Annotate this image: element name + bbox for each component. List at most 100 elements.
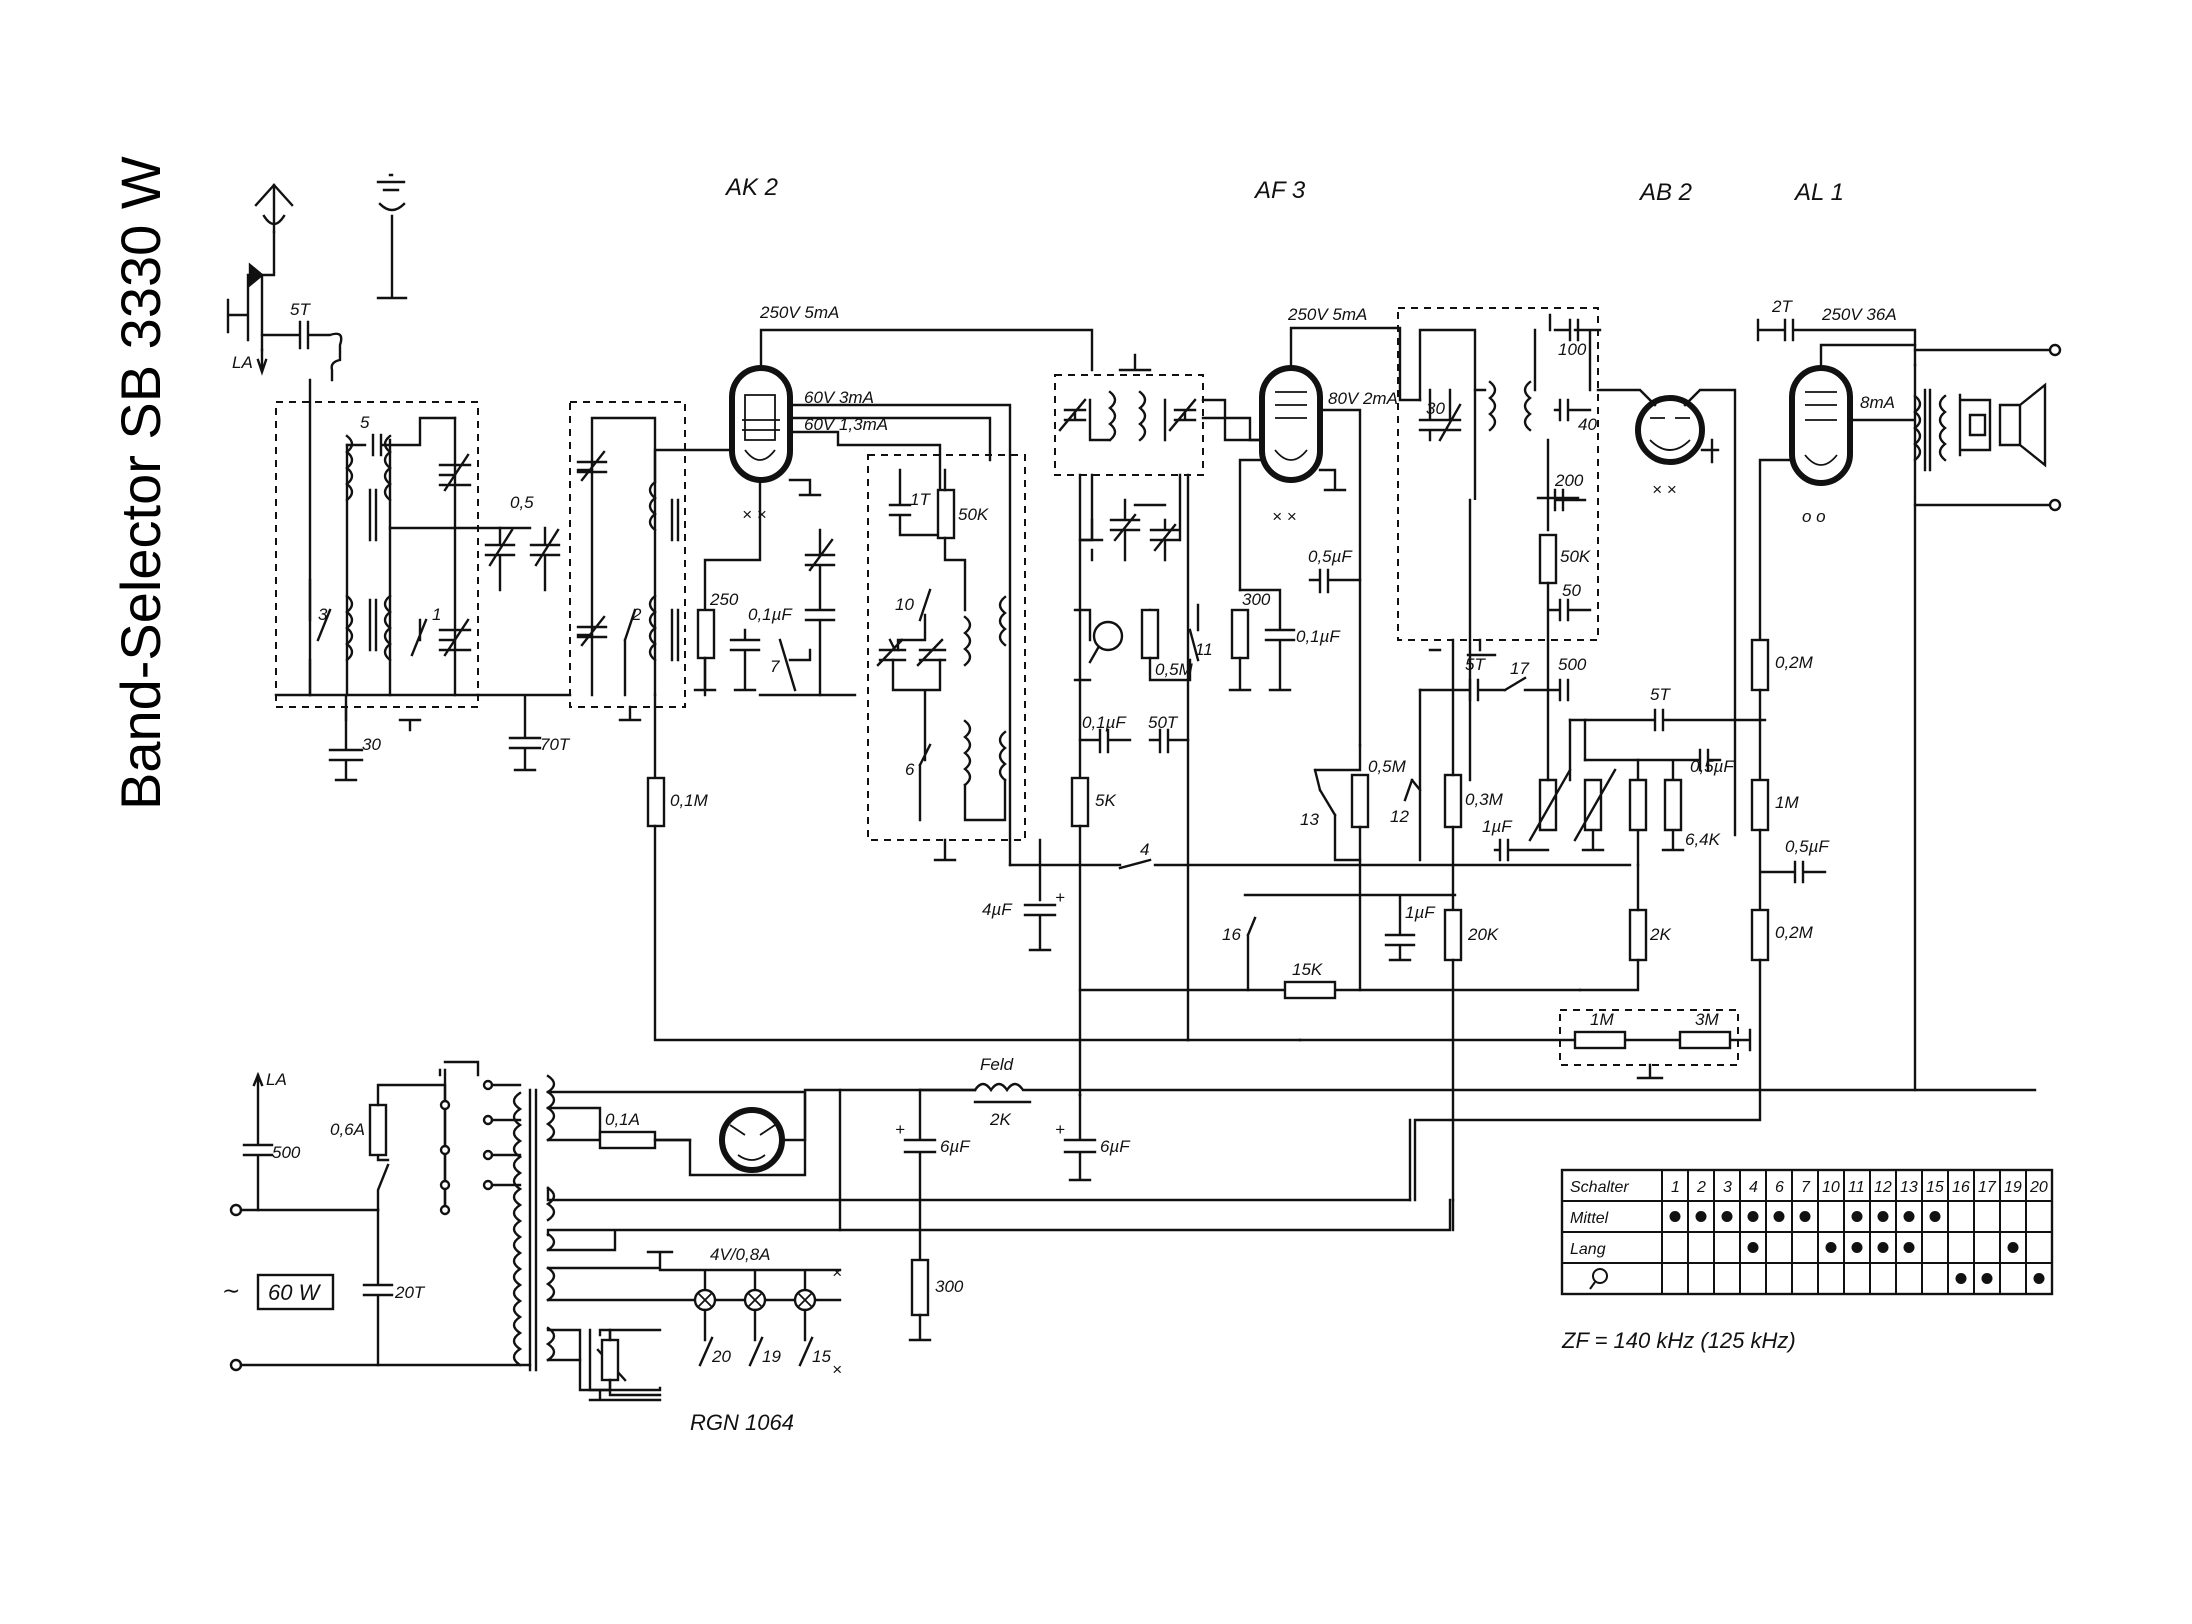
sw-2-label: 2 — [631, 605, 642, 624]
c-500-a-label: 500 — [1558, 655, 1587, 674]
c-50t-label: 50T — [1148, 713, 1179, 732]
if1-coils — [1058, 390, 1262, 542]
switch-on-dot — [1851, 1211, 1863, 1222]
sw-12-label: 12 — [1390, 807, 1409, 826]
c-70t-label: 70T — [540, 735, 571, 754]
switch-on-dot — [1903, 1242, 1915, 1253]
speaker-jack-icon[interactable] — [1092, 620, 1124, 652]
selector-coils-2 — [576, 416, 680, 722]
switch-on-dot — [2007, 1242, 2019, 1253]
r-1m-a — [1573, 1030, 1627, 1050]
speaker-icon-stem — [1589, 1281, 1596, 1290]
la-top-label: LA — [232, 353, 253, 372]
sw-19-label: 19 — [762, 1347, 781, 1366]
x-mark-1: × — [832, 1263, 842, 1282]
speaker-icon — [1592, 1268, 1608, 1284]
la-bottom-label: LA — [266, 1070, 287, 1089]
c-01uf-b-label: 0,1µF — [1082, 713, 1127, 732]
power-box — [256, 1273, 335, 1311]
mains-tilde-icon: ∼ — [222, 1278, 240, 1303]
tube-ab2-heater: × × — [1652, 480, 1677, 499]
selector-box-1 — [275, 401, 479, 708]
sw-17-label: 17 — [1510, 659, 1529, 678]
tube-ab2-label: AB 2 — [1638, 179, 1692, 206]
c-2t-label: 2T — [1771, 297, 1793, 316]
c-100-label: 100 — [1558, 340, 1587, 359]
c-05uf-b-label: 0,5µF — [1690, 757, 1735, 776]
if1-trimmers — [1080, 498, 1181, 562]
sw-20-label: 20 — [711, 1347, 731, 1366]
sw-10-label: 10 — [895, 595, 914, 614]
switch-on-dot — [1877, 1211, 1889, 1222]
switch-on-dot — [1695, 1211, 1707, 1222]
r-20k — [1443, 908, 1463, 962]
switch-table-col-10: 10 — [1822, 1179, 1840, 1196]
selector-coils-1 — [274, 378, 532, 722]
r-1m-b-label: 1M — [1775, 793, 1799, 812]
switch-table-col-13: 13 — [1900, 1179, 1918, 1196]
r-50k-a-label: 50K — [958, 505, 989, 524]
r-50k-b — [1538, 533, 1558, 585]
r-15k-label: 15K — [1292, 960, 1323, 979]
switch-on-dot — [1955, 1273, 1967, 1284]
switch-on-dot — [1773, 1211, 1785, 1222]
r-02m-b-label: 0,2M — [1775, 923, 1814, 942]
switch-table-col-3: 3 — [1723, 1179, 1732, 1196]
osc-tuning-caps — [778, 528, 836, 697]
r-2k-label: 2K — [1649, 925, 1671, 944]
feld-2k-label: 2K — [989, 1110, 1011, 1129]
switch-on-dot — [2033, 1273, 2045, 1284]
switch-table-col-19: 19 — [2004, 1179, 2022, 1196]
c-01uf-c-label: 0,1µF — [1296, 627, 1341, 646]
tube-af3 — [1259, 365, 1323, 483]
v-ak2-anode: 250V 5mA — [759, 303, 839, 322]
switch-table-col-11: 11 — [1848, 1179, 1865, 1196]
switch-on-dot — [1981, 1273, 1993, 1284]
r-64k-label: 6,4K — [1685, 830, 1721, 849]
plus-mark-1: + — [1055, 888, 1065, 907]
fuse-01a-label: 0,1A — [605, 1110, 640, 1129]
switch-on-dot — [1747, 1211, 1759, 1222]
r-05m-a — [1140, 608, 1160, 660]
lamp-label: 4V/0,8A — [710, 1245, 771, 1264]
r-1m-a-label: 1M — [1590, 1010, 1614, 1029]
c-5-label: 5 — [360, 413, 370, 432]
c-20t-label: 20T — [394, 1283, 426, 1302]
c-500-b-label: 500 — [272, 1143, 301, 1162]
r-02m-b — [1750, 908, 1770, 962]
switch-on-dot — [1747, 1242, 1759, 1253]
mains-transformer — [512, 1074, 1452, 1392]
oscillator-coils — [876, 468, 1007, 862]
r-2k — [1628, 908, 1648, 962]
r-02m-a — [1750, 638, 1770, 692]
c-01uf-a-label: 0,1µF — [748, 605, 793, 624]
switch-table-row-label: Mittel — [1570, 1210, 1609, 1227]
r-300-a-label: 300 — [1242, 590, 1271, 609]
c-6uf-a-label: 6µF — [940, 1137, 971, 1156]
c-5t-c-label: 5T — [1650, 685, 1671, 704]
c-30-if-label: 30 — [1426, 399, 1445, 418]
oscillator-box — [867, 454, 1026, 841]
c-1t-label: 1T — [910, 490, 931, 509]
if-transformer-1 — [1054, 374, 1204, 476]
switch-table-col-17: 17 — [1978, 1179, 1997, 1196]
fuse-01a — [598, 1130, 657, 1150]
sw-3-label: 3 — [318, 605, 328, 624]
c-50-label: 50 — [1562, 581, 1581, 600]
switch-table-col-2: 2 — [1696, 1179, 1706, 1196]
r-20k-label: 20K — [1467, 925, 1499, 944]
r-05m-b — [1350, 773, 1370, 829]
rectifier-label: RGN 1064 — [690, 1410, 794, 1435]
coupling-caps — [476, 526, 572, 772]
switch-table-col-7: 7 — [1801, 1179, 1811, 1196]
switch-table-col-16: 16 — [1952, 1179, 1970, 1196]
tube-ak2-label: AK 2 — [724, 174, 778, 201]
switch-on-dot — [1721, 1211, 1733, 1222]
c-40-label: 40 — [1578, 415, 1597, 434]
switch-table-col-1: 1 — [1671, 1179, 1680, 1196]
r-15k — [1283, 980, 1337, 1000]
switch-table-col-12: 12 — [1874, 1179, 1892, 1196]
feld-label: Feld — [980, 1055, 1014, 1074]
fuse-06a-label: 0,6A — [330, 1120, 365, 1139]
